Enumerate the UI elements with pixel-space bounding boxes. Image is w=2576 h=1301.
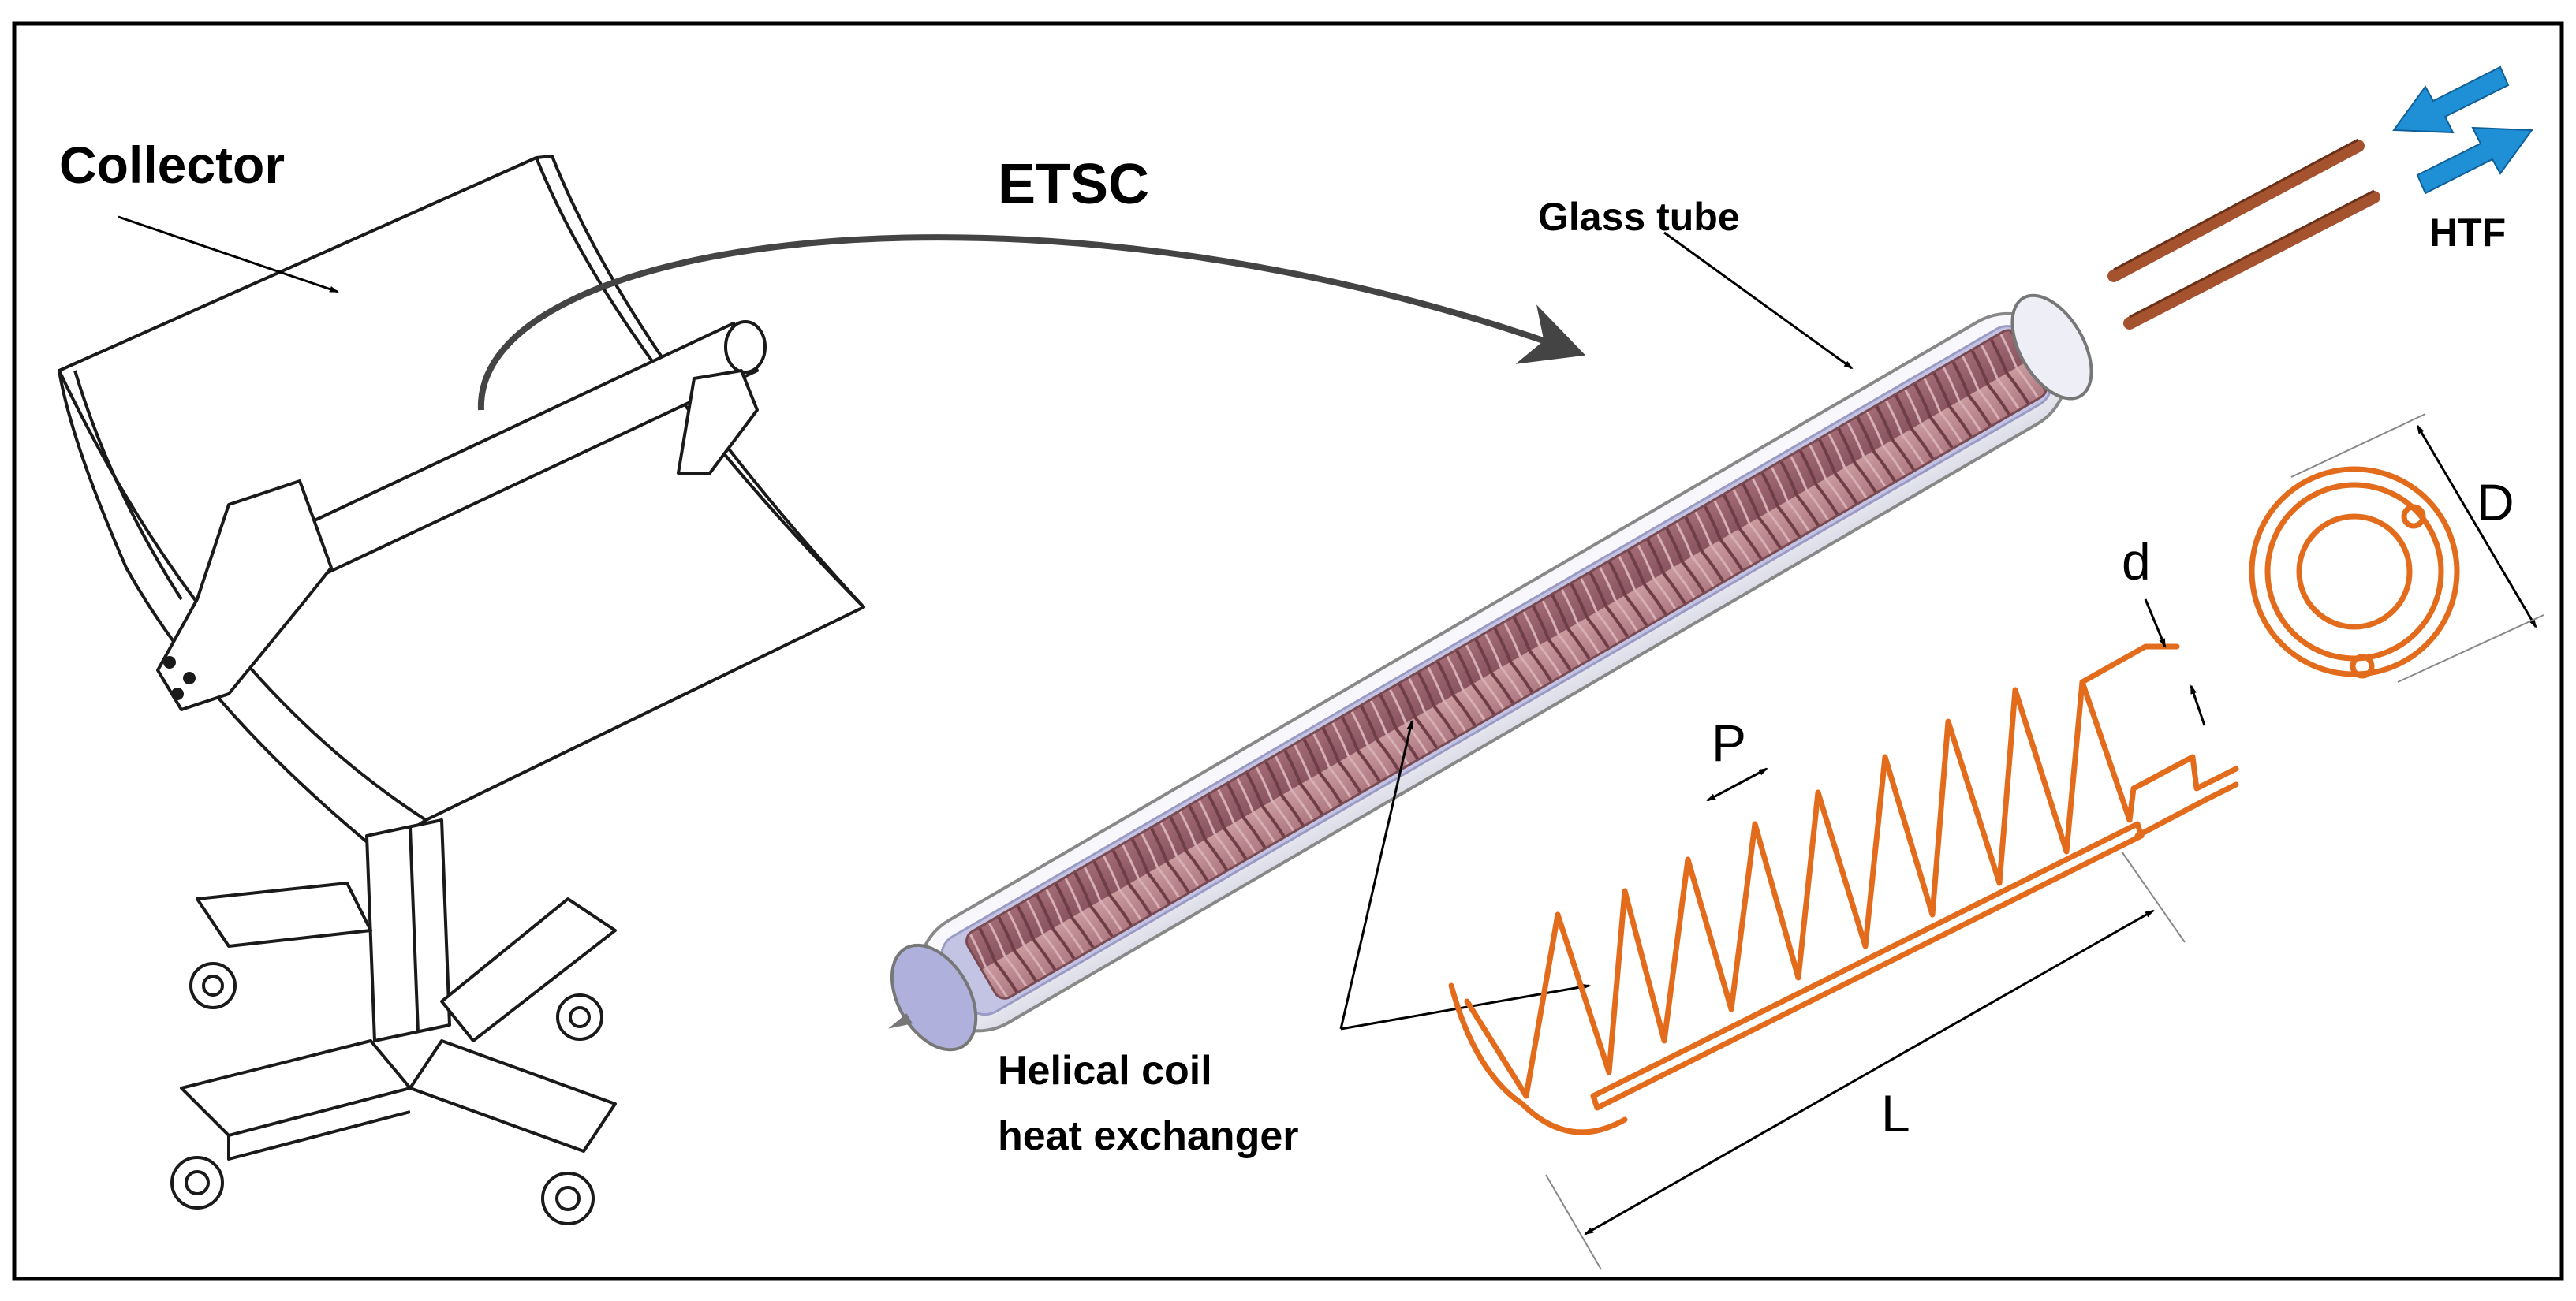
evacuated-tube xyxy=(888,293,2093,1052)
htf-arrows xyxy=(2392,65,2533,195)
collector-sketch xyxy=(58,155,865,1225)
dim-d-label: d xyxy=(2122,532,2151,591)
tube-coil xyxy=(965,329,2048,1000)
dimension-lines xyxy=(1545,413,2544,1270)
helical-label-line1: Helical coil xyxy=(998,1048,1212,1094)
collector-pointer xyxy=(118,215,339,293)
dim-P-label: P xyxy=(1712,714,1746,772)
copper-pipes xyxy=(2107,140,2380,330)
helical-label-line2: heat exchanger xyxy=(998,1113,1299,1159)
helical-pointers xyxy=(1339,720,1591,1031)
dim-D-label: D xyxy=(2477,473,2514,531)
glass-tube-label: Glass tube xyxy=(1538,195,1740,239)
collector-label: Collector xyxy=(59,136,285,194)
coil-end-view-outer xyxy=(2249,466,2460,677)
figure-frame xyxy=(12,21,2564,1281)
etsc-arc-arrow xyxy=(477,234,1586,411)
dim-L-label: L xyxy=(1881,1084,1910,1143)
glass-tube-pointer xyxy=(1663,231,1854,370)
etsc-label: ETSC xyxy=(998,153,1149,216)
htf-label: HTF xyxy=(2429,211,2506,255)
